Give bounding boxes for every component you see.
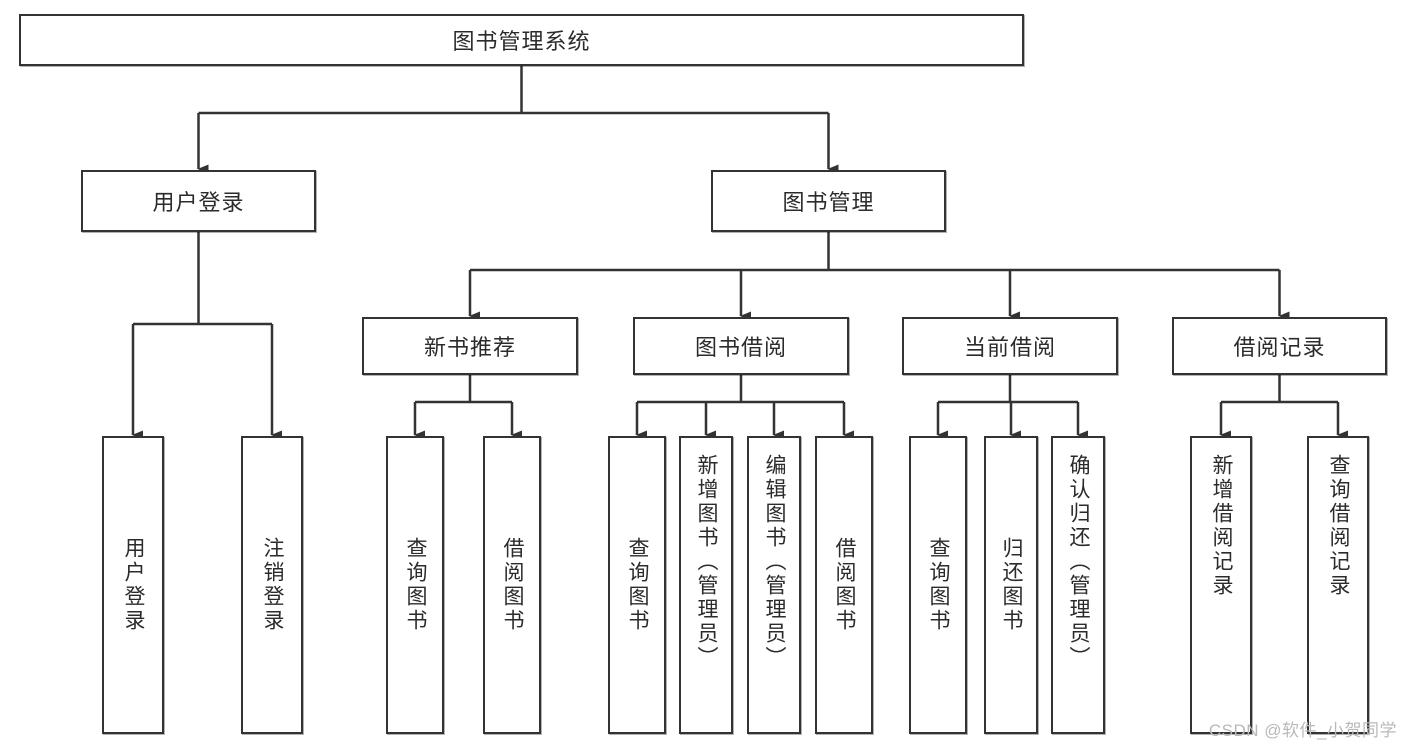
node-borrow[interactable]: 图书借阅 [633,317,849,375]
node-label: 新书推荐 [423,335,516,360]
node-label: 新增图书（管理员） [695,454,719,670]
node-l9[interactable]: 查询图书 [909,436,967,734]
node-l10[interactable]: 归还图书 [984,436,1038,734]
watermark: CSDN @软件_小贺同学 [1208,721,1397,740]
node-label: 查询图书 [927,537,951,633]
node-l3[interactable]: 查询图书 [386,436,444,734]
node-label: 确认归还（管理员） [1067,454,1091,670]
node-label: 用户登录 [122,537,146,633]
edges [131,66,1348,440]
node-label: 新增借阅记录 [1210,454,1234,598]
node-l5[interactable]: 查询图书 [608,436,666,734]
node-l6[interactable]: 新增图书（管理员） [679,436,733,734]
node-l7[interactable]: 编辑图书（管理员） [747,436,801,734]
node-label: 图书管理 [782,190,875,215]
node-l1[interactable]: 用户登录 [102,436,164,734]
node-l4[interactable]: 借阅图书 [483,436,541,734]
node-records[interactable]: 借阅记录 [1172,317,1387,375]
node-bookmgmt[interactable]: 图书管理 [711,170,946,232]
node-login[interactable]: 用户登录 [81,170,316,232]
node-label: 图书管理系统 [452,29,591,54]
node-l11[interactable]: 确认归还（管理员） [1051,436,1105,734]
node-label: 当前借阅 [963,335,1056,360]
node-label: 借阅记录 [1233,335,1326,360]
node-label: 编辑图书（管理员） [763,454,787,670]
node-current[interactable]: 当前借阅 [902,317,1118,375]
node-label: 图书借阅 [694,335,787,360]
node-label: 归还图书 [1000,537,1024,633]
node-label: 借阅图书 [833,537,857,633]
node-label: 查询图书 [626,537,650,633]
node-root[interactable]: 图书管理系统 [19,14,1024,66]
node-l13[interactable]: 查询借阅记录 [1307,436,1369,734]
node-label: 借阅图书 [501,537,525,633]
node-label: 注销登录 [261,537,285,633]
node-l2[interactable]: 注销登录 [241,436,303,734]
node-label: 查询图书 [404,537,428,633]
node-newbook[interactable]: 新书推荐 [362,317,578,375]
node-l8[interactable]: 借阅图书 [815,436,873,734]
node-label: 用户登录 [152,190,245,215]
node-l12[interactable]: 新增借阅记录 [1190,436,1252,734]
node-label: 查询借阅记录 [1327,454,1351,598]
